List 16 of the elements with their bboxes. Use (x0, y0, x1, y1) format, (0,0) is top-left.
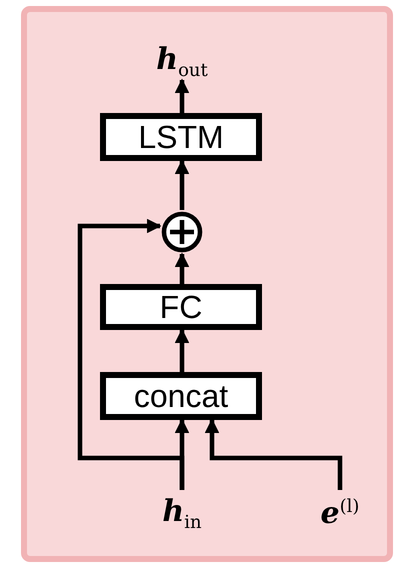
arrow (174, 78, 190, 113)
math-label: h$_{in}$ (162, 494, 202, 532)
process-box (100, 284, 262, 330)
math-label: e$^{(l)}$ (320, 496, 360, 530)
box-label: concat (134, 378, 228, 414)
arrow (204, 418, 342, 490)
math-label: h$_{out}$ (156, 42, 208, 80)
process-box (100, 372, 262, 420)
arrow (174, 328, 190, 372)
box-label: LSTM (138, 118, 224, 156)
process-box (100, 113, 262, 161)
arrow (174, 252, 190, 284)
arrow (78, 218, 184, 490)
sum-circle (162, 212, 202, 252)
arrow (174, 160, 190, 210)
box-label: FC (160, 288, 202, 326)
